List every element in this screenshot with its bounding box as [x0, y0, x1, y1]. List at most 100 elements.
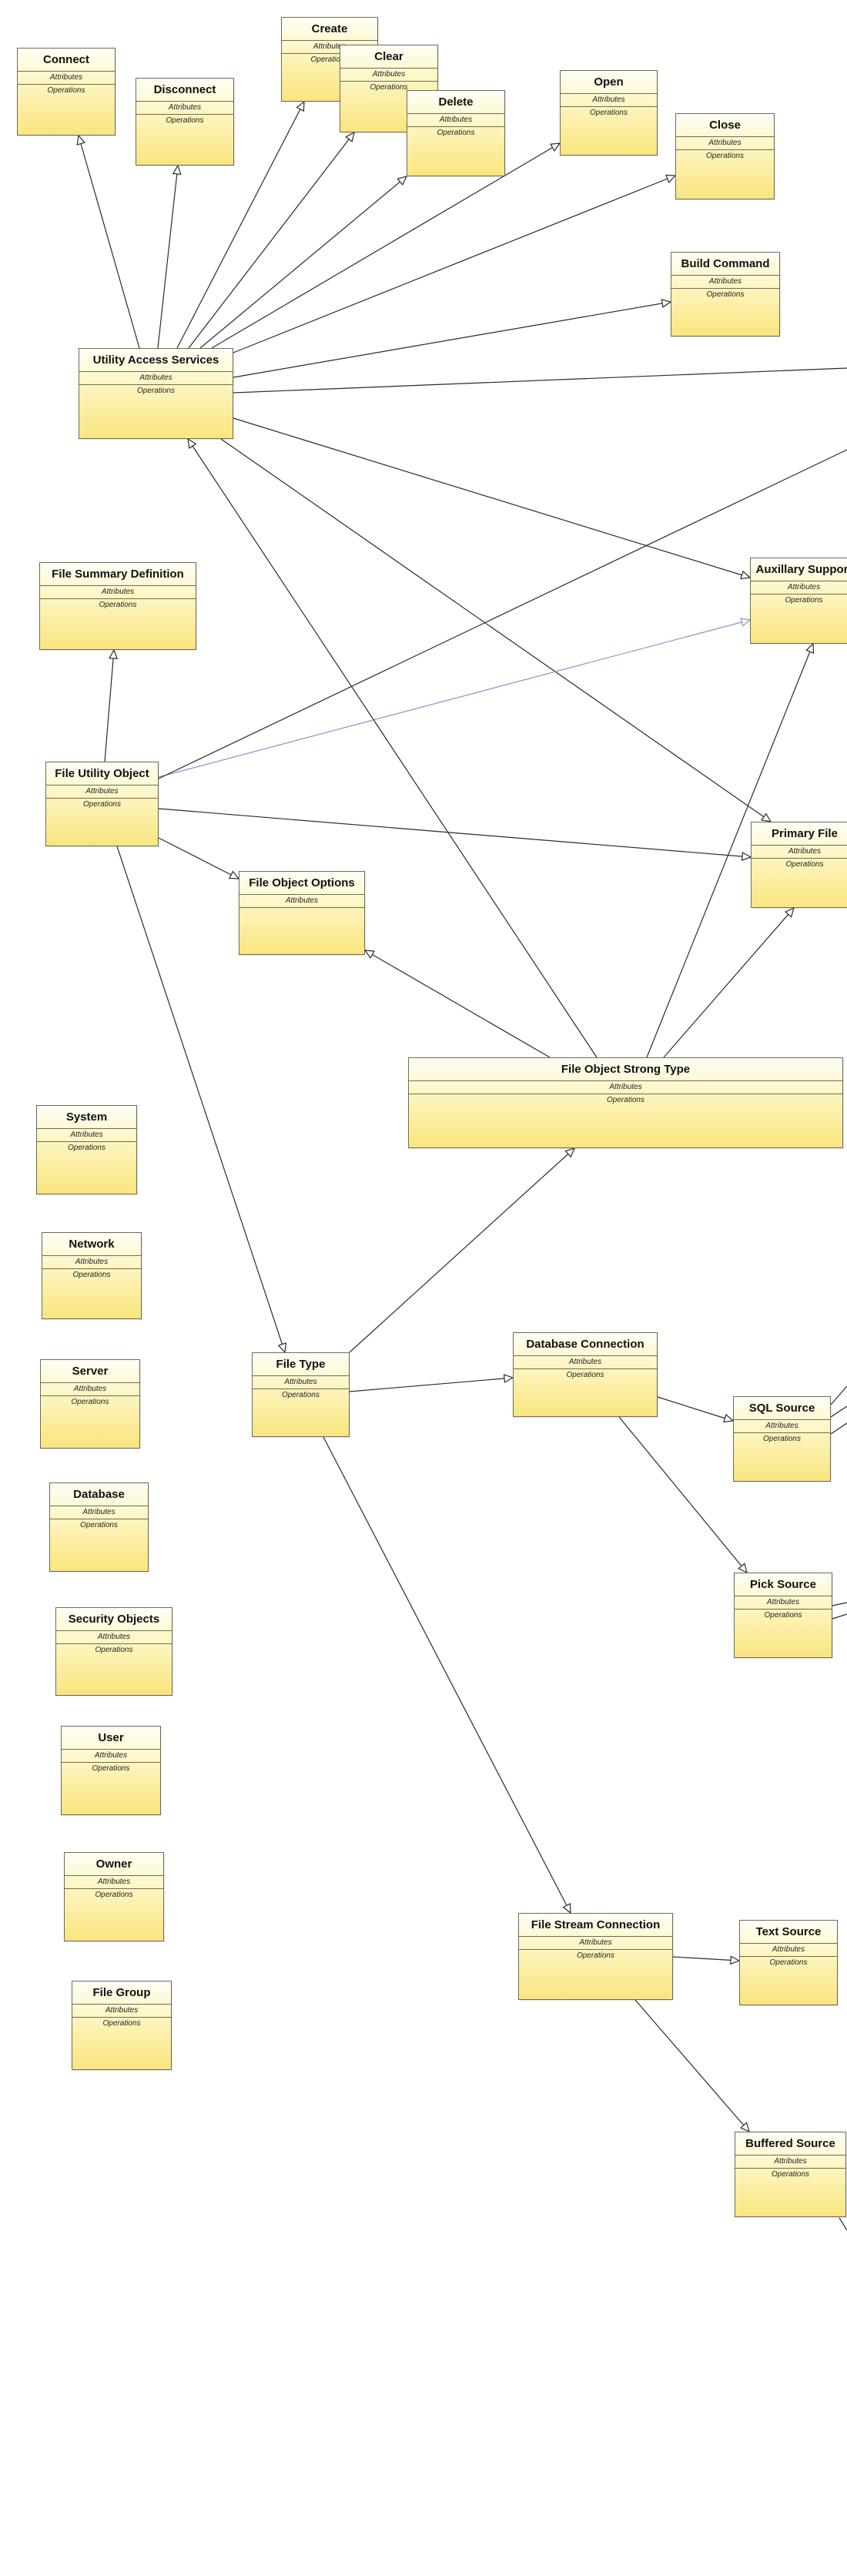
class-name: File Group — [92, 1986, 151, 1999]
attributes-compartment: Attributes — [62, 1749, 160, 1762]
generalization-arrowhead-file-object-strong-type — [564, 1147, 576, 1158]
operations-compartment: Operations — [671, 288, 779, 301]
offscreen-relation-buffered-source — [839, 2217, 847, 2231]
relation-database-connection-to-pick-source — [618, 1416, 748, 1573]
class-name: Build Command — [681, 257, 770, 270]
attributes-compartment: Attributes — [514, 1355, 657, 1368]
generalization-arrowhead-buffered-source — [739, 2122, 750, 2133]
class-name: Close — [709, 119, 741, 132]
generalization-arrowhead-pick-source — [738, 1563, 748, 1574]
class-name: Open — [594, 75, 624, 89]
operations-compartment: Operations — [46, 798, 158, 811]
generalization-arrowhead-file-summary-definition — [109, 648, 118, 660]
operations-compartment: Operations — [62, 1762, 160, 1775]
operations-compartment: Operations — [41, 1395, 139, 1409]
generalization-arrowhead-file-type — [277, 1342, 286, 1354]
relation-utility-access-services-to-clear — [188, 132, 355, 349]
operations-compartment: Operations — [514, 1368, 657, 1382]
class-name: Disconnect — [153, 83, 216, 96]
operations-compartment: Operations — [519, 1949, 672, 1962]
relation-utility-access-services-to-disconnect — [157, 165, 179, 349]
offscreen-relation-utility-access-services — [233, 367, 847, 394]
generalization-arrowhead-connect — [76, 134, 85, 146]
attributes-compartment: Attributes — [734, 1419, 830, 1432]
offscreen-relation-file-utility-object — [158, 449, 847, 779]
generalization-arrowhead-primary-file — [761, 812, 772, 822]
generalization-arrowhead-disconnect — [172, 164, 182, 176]
attributes-compartment: Attributes — [239, 894, 364, 907]
operations-compartment: Operations — [79, 384, 233, 397]
attributes-compartment: Attributes — [519, 1936, 672, 1949]
operations-compartment: Operations — [72, 2017, 171, 2030]
attributes-compartment: Attributes — [740, 1943, 837, 1956]
operations-compartment: Operations — [136, 114, 233, 127]
attributes-compartment: Attributes — [40, 585, 196, 598]
attributes-compartment: Attributes — [409, 1080, 842, 1094]
attributes-compartment: Attributes — [735, 2155, 845, 2168]
generalization-arrowhead-auxillary-support — [805, 642, 815, 654]
operations-compartment: Operations — [734, 1432, 830, 1445]
relation-file-utility-object-to-file-type — [116, 846, 286, 1353]
generalization-arrowhead-file-object-options — [228, 870, 240, 879]
relation-file-utility-object-to-file-object-options — [158, 837, 239, 879]
operations-compartment: Operations — [740, 1956, 837, 1969]
generalization-arrowhead-delete — [397, 176, 408, 186]
class-name: Security Objects — [68, 1613, 160, 1626]
attributes-compartment: Attributes — [407, 113, 504, 126]
offscreen-relation-sql-source — [830, 1385, 847, 1405]
class-name: Clear — [374, 50, 403, 63]
generalization-arrowhead-sql-source — [723, 1413, 735, 1423]
operations-compartment: Operations — [40, 598, 196, 611]
operations-compartment: Operations — [340, 81, 437, 94]
operations-compartment: Operations — [50, 1519, 148, 1532]
operations-compartment: Operations — [751, 594, 847, 607]
class-name: File Utility Object — [55, 767, 149, 780]
operations-compartment: Operations — [37, 1141, 136, 1154]
offscreen-relation-pick-source — [832, 1613, 847, 1620]
relation-file-stream-connection-to-buffered-source — [634, 1999, 750, 2132]
class-name: Network — [69, 1238, 115, 1251]
operations-compartment: Operations — [18, 84, 115, 97]
attributes-compartment: Attributes — [676, 136, 774, 149]
generalization-arrowhead-file-stream-connection — [562, 1902, 571, 1914]
class-name: File Type — [276, 1358, 326, 1371]
relation-utility-access-services-to-connect — [78, 135, 140, 349]
class-name: User — [98, 1731, 124, 1744]
relation-utility-access-services-to-open — [211, 142, 561, 349]
relation-utility-access-services-to-delete — [199, 176, 407, 349]
operations-compartment: Operations — [676, 149, 774, 162]
attributes-compartment: Attributes — [65, 1875, 163, 1888]
generalization-arrowhead-text-source — [730, 1955, 741, 1965]
relation-file-type-to-database-connection — [349, 1377, 514, 1392]
class-name: Pick Source — [750, 1578, 816, 1591]
class-name: System — [65, 1110, 108, 1124]
